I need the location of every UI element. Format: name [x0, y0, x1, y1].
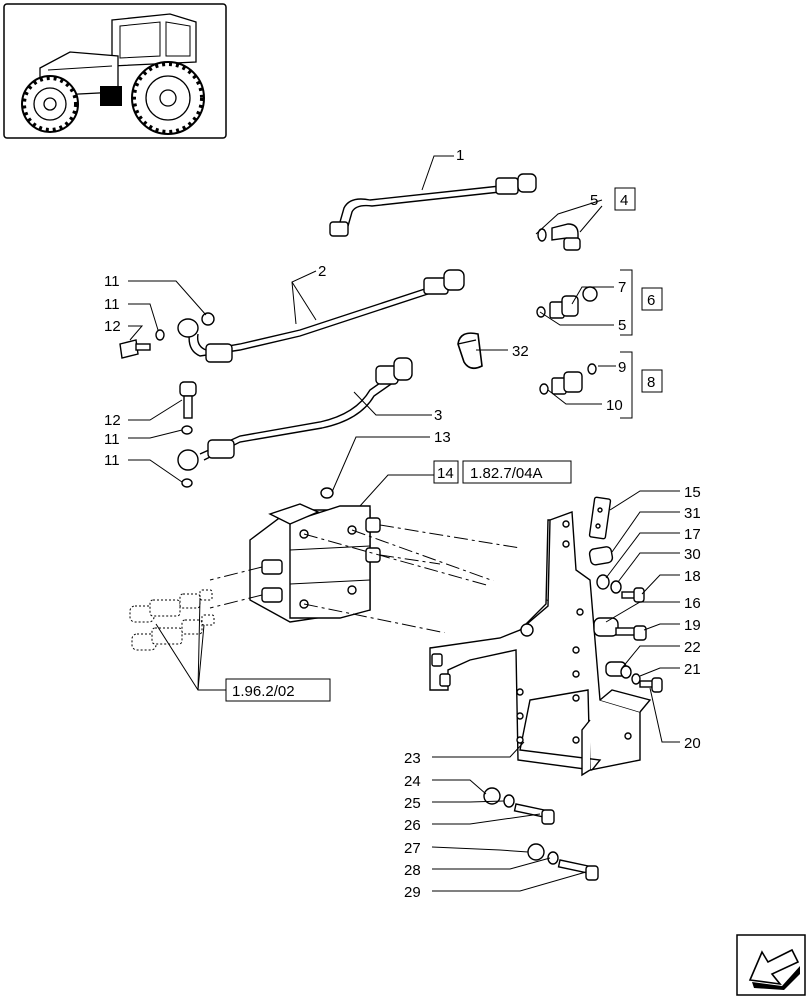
svg-text:6: 6	[647, 292, 655, 309]
callout-10: 10	[606, 397, 623, 414]
elbow-fitting	[537, 223, 581, 251]
callout-11: 11	[104, 431, 120, 448]
callout-1: 1	[456, 147, 464, 164]
callout-7: 7	[618, 279, 626, 296]
adapter-6	[536, 286, 598, 319]
svg-text:1.82.7/04A: 1.82.7/04A	[470, 465, 543, 482]
callout-22: 22	[684, 639, 701, 656]
reference-link-valve[interactable]: 1.82.7/04A	[462, 460, 572, 484]
callout-25: 25	[404, 795, 421, 812]
callout-30: 30	[684, 546, 701, 563]
callouts: 1 2 3 5 7 5 9 10 32 11 11 12 12 11 11 13…	[104, 147, 701, 901]
callout-13: 13	[434, 429, 451, 446]
quick-couplers	[129, 589, 215, 651]
callout-15: 15	[684, 484, 701, 501]
hose-clip	[457, 332, 483, 370]
valve-bracket	[429, 511, 652, 777]
boxed-callout-4: 4	[614, 187, 636, 211]
hose-1	[329, 173, 537, 237]
boxed-callout-14: 14	[433, 460, 459, 484]
bottom-hardware	[483, 787, 599, 881]
svg-text:8: 8	[647, 374, 655, 391]
callout-11: 11	[104, 452, 120, 469]
callout-26: 26	[404, 817, 421, 834]
next-page-arrow-icon[interactable]	[736, 934, 806, 996]
callout-5: 5	[590, 192, 598, 209]
callout-17: 17	[684, 526, 701, 543]
callout-21: 21	[684, 661, 701, 678]
svg-text:14: 14	[437, 465, 454, 482]
callout-19: 19	[684, 617, 701, 634]
callout-11: 11	[104, 296, 120, 313]
callout-2: 2	[318, 263, 326, 280]
reference-link-couplers[interactable]: 1.96.2/02	[225, 678, 331, 702]
callout-20: 20	[684, 735, 701, 752]
adapter-8	[539, 363, 597, 395]
boxed-callout-8: 8	[641, 369, 663, 393]
callout-23: 23	[404, 750, 421, 767]
callout-28: 28	[404, 862, 421, 879]
callout-3: 3	[434, 407, 442, 424]
callout-31: 31	[684, 505, 701, 522]
callout-5: 5	[618, 317, 626, 334]
hose-2	[119, 269, 465, 363]
callout-12: 12	[104, 318, 121, 335]
control-valve	[249, 487, 381, 623]
boxed-callout-6: 6	[641, 287, 663, 311]
svg-text:4: 4	[620, 192, 628, 209]
leader-lines	[128, 155, 680, 892]
callout-24: 24	[404, 773, 421, 790]
hose-3	[177, 357, 413, 488]
callout-9: 9	[618, 359, 626, 376]
bracket-hardware	[588, 496, 663, 693]
callout-11: 11	[104, 273, 120, 290]
svg-text:1.96.2/02: 1.96.2/02	[232, 683, 295, 700]
callout-29: 29	[404, 884, 421, 901]
callout-27: 27	[404, 840, 421, 857]
tractor-thumbnail-icon[interactable]	[3, 3, 227, 139]
callout-16: 16	[684, 595, 701, 612]
callout-18: 18	[684, 568, 701, 585]
callout-32: 32	[512, 343, 529, 360]
callout-12: 12	[104, 412, 121, 429]
